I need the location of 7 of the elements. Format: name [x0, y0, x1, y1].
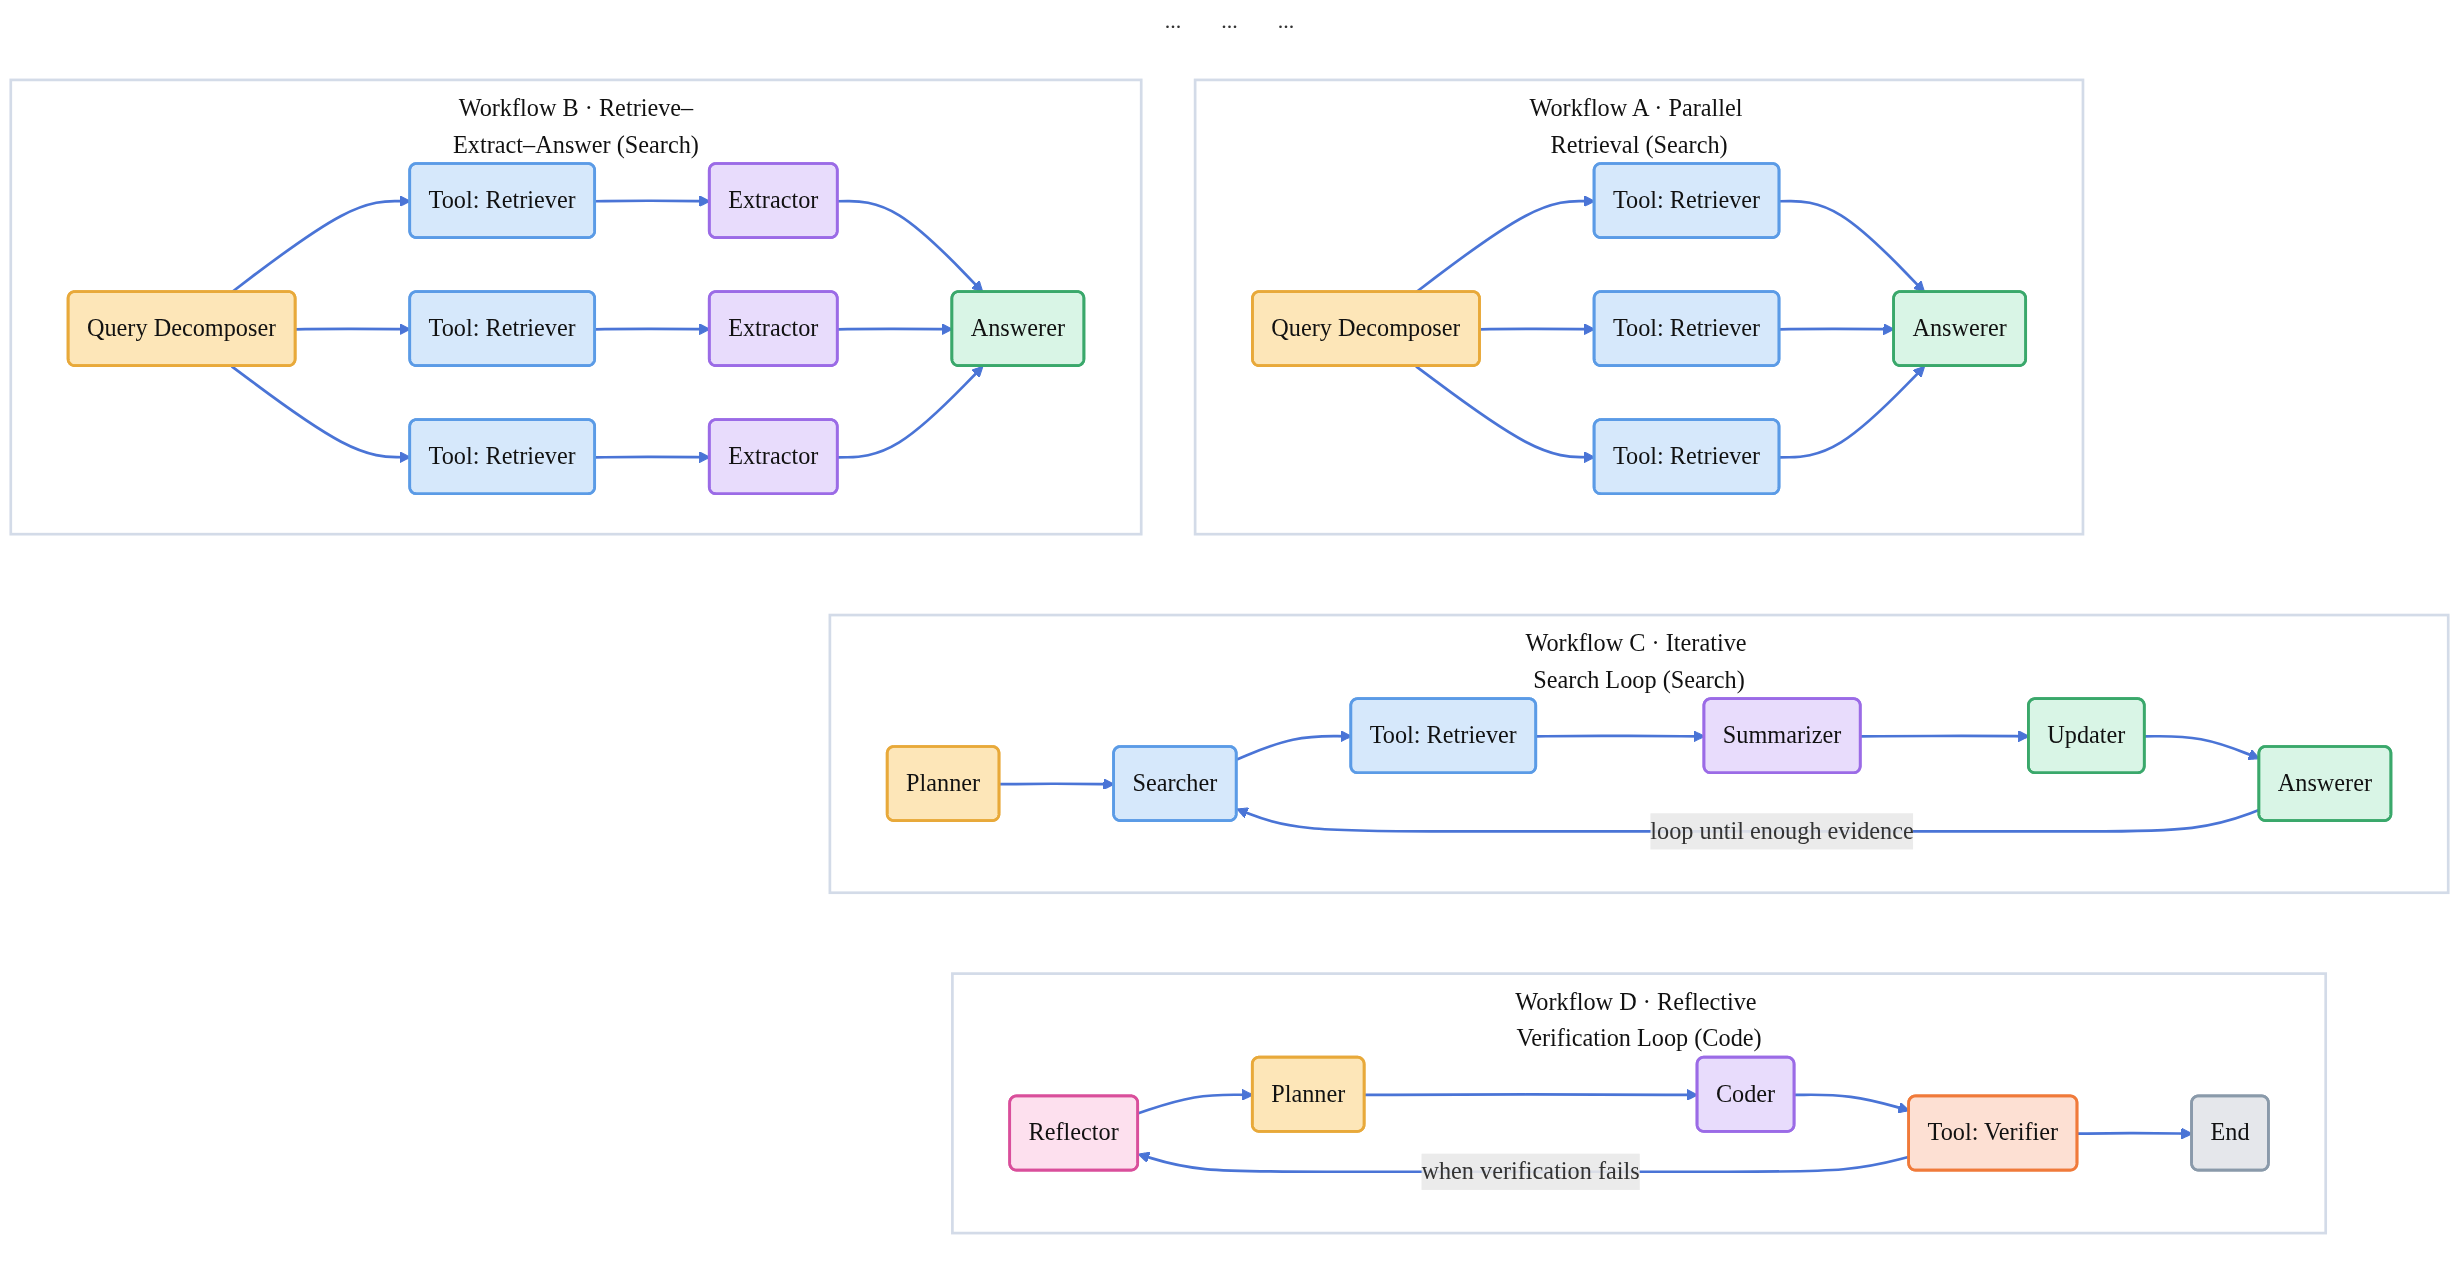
ellipsis-note: ...: [1277, 8, 1295, 34]
ellipsis-note: ...: [1221, 8, 1238, 34]
ellipsis-note: ...: [1164, 8, 1182, 34]
edge-label: loop until enough evidence: [1650, 817, 1914, 845]
arrow: [1779, 365, 1926, 459]
arrow: [837, 365, 984, 459]
edge-label: when verification fails: [1421, 1157, 1640, 1185]
